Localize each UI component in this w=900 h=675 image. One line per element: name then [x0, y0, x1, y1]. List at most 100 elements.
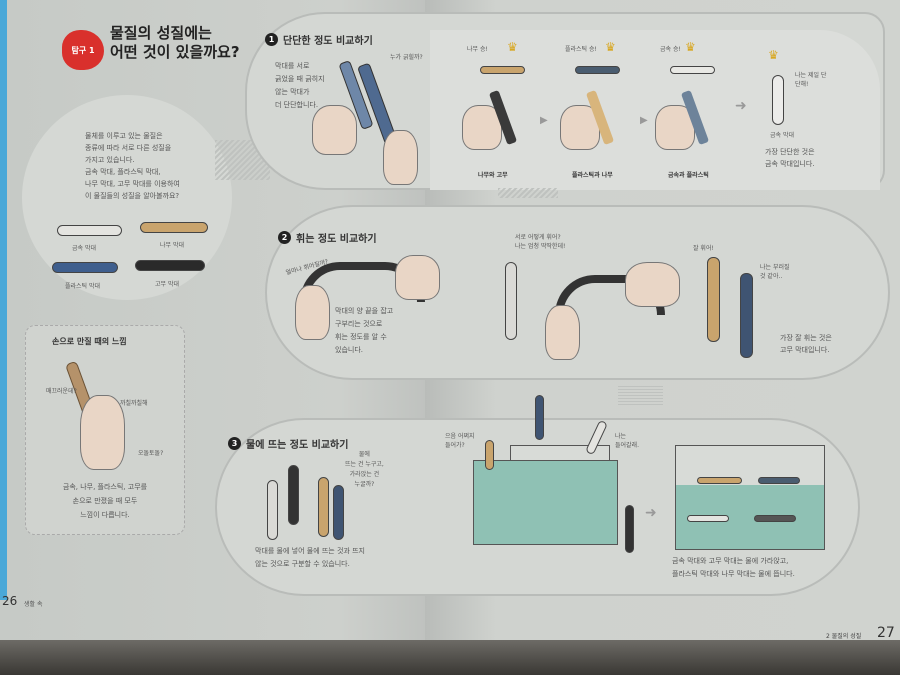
crown-icon: ♛: [605, 40, 616, 54]
tip-line: 느낌이 다릅니다.: [80, 511, 130, 519]
intro-line: 금속 막대, 플라스틱 막대,: [85, 168, 161, 176]
crown-icon: ♛: [685, 40, 696, 54]
text-line: 누굴까?: [354, 481, 375, 488]
floating-wood: [697, 477, 742, 484]
footer-label-right: 2 물질의 성질: [826, 633, 862, 640]
text-line: 가장 잘 휘는 것은: [780, 334, 832, 342]
footer-label-left: 생활 속: [24, 601, 43, 608]
page-title: 물질의 성질에는 어떤 것이 있을까요?: [110, 24, 240, 62]
champion-label: 금속 막대: [770, 132, 794, 139]
hand-icon: [295, 285, 330, 340]
winner-label: 금속 승!: [660, 46, 681, 53]
metal-champion: [772, 75, 784, 125]
metal-character: [505, 262, 517, 340]
page-edge: [0, 0, 7, 600]
text-line: 나는 부러질: [760, 264, 790, 271]
rod-label: 금속 막대: [72, 245, 96, 252]
step-caption: 금속과 플라스틱: [668, 172, 709, 179]
tip-bubble: 까칠까칠해: [120, 400, 148, 407]
metal-character: [267, 480, 278, 540]
hand-icon: [80, 395, 125, 470]
wood-rod: [140, 222, 208, 233]
wood-rod: [480, 66, 525, 74]
tip-title: 손으로 만질 때의 느낌: [52, 337, 127, 346]
intro-line: 종류에 따라 서로 다른 성질을: [85, 144, 172, 152]
plastic-rod: [575, 66, 620, 74]
tank-rim: [510, 445, 610, 460]
stripe-connector: [498, 188, 558, 198]
metal-rod: [670, 66, 715, 74]
champion-bubble: 나는 제일 단단해!: [795, 72, 827, 88]
rubber-character: [625, 505, 634, 553]
text-line: 나는: [615, 433, 627, 440]
section-3-conclusion: 금속 막대와 고무 막대는 물에 가라앉고,플라스틱 막대와 나무 막대는 물에…: [672, 555, 795, 581]
text-line: 긁었을 때 긁히지: [275, 75, 325, 83]
text-line: 으음 어쩌지: [445, 433, 475, 440]
tip-line: 금속, 나무, 플라스틱, 고무를: [62, 483, 148, 491]
section-title-text: 휘는 정도 비교하기: [296, 234, 377, 245]
tip-bubble: 매끄러운데?: [46, 388, 77, 395]
rod-label: 플라스틱 막대: [65, 283, 101, 290]
rubber-character: [288, 465, 299, 525]
winner-label: 플라스틱 승!: [565, 46, 597, 53]
text-line: 더 단단합니다.: [275, 101, 319, 109]
text-line: 금속 막대입니다.: [765, 160, 815, 168]
title-line: 물질의 성질에는: [110, 24, 212, 42]
text-line: 않는 막대가: [275, 88, 310, 96]
section-1-title: 1 단단한 정도 비교하기: [265, 32, 373, 47]
scratch-bubble: 누가 긁힐까?: [390, 54, 423, 61]
text-line: 않는 것으로 구분할 수 있습니다.: [255, 560, 350, 568]
step-number: 1: [265, 33, 278, 46]
text-line: 들어가?: [445, 442, 465, 449]
text-line: 막대를 서로: [275, 62, 310, 70]
wood-character: [485, 440, 494, 470]
step-number: 2: [278, 231, 291, 244]
text-line: 있습니다.: [335, 346, 363, 354]
plastic-character: [740, 273, 753, 358]
intro-line: 이 물질들의 성질을 알아볼까요?: [85, 192, 180, 200]
hand-icon: [383, 130, 418, 185]
tip-bubble: 오돌토돌?: [138, 450, 164, 457]
text-line: 서로 어떻게 휘어?: [515, 234, 561, 241]
intro-text: 물체를 이루고 있는 물질은 종류에 따라 서로 다른 성질을 가지고 있습니다…: [85, 130, 180, 202]
section-2-title: 2 휘는 정도 비교하기: [278, 230, 377, 245]
step-number: 3: [228, 437, 241, 450]
plastic-character: [535, 395, 544, 440]
hardness-winners: 나무 승!♛ 플라스틱 승!♛ 금속 승!♛: [465, 40, 765, 80]
text-line: 막대를 물에 넣어 물에 뜨는 것과 뜨지: [255, 547, 365, 555]
step-caption: 플라스틱과 나무: [572, 172, 613, 179]
hand-icon: [312, 105, 357, 155]
metal-speech: 서로 어떻게 휘어?나는 엄청 딱딱한데!: [515, 233, 565, 251]
arrow-right-icon: ➜: [735, 98, 747, 114]
text-line: 가장 단단한 것은: [765, 148, 815, 156]
hand-icon: [395, 255, 440, 300]
sunk-metal: [687, 515, 729, 522]
text-line: 플라스틱 막대와 나무 막대는 물에 뜹니다.: [672, 570, 795, 578]
intro-line: 물체를 이루고 있는 물질은: [85, 132, 163, 140]
crown-icon: ♛: [507, 40, 518, 54]
floating-plastic: [758, 477, 800, 484]
text-line: 고무 막대입니다.: [780, 346, 830, 354]
crown-icon: ♛: [768, 48, 779, 62]
intro-line: 나무 막대, 고무 막대를 이용하여: [85, 180, 180, 188]
page-number-left: 26: [2, 594, 18, 608]
book-bottom-edge: [0, 640, 900, 675]
metal-rod: [57, 225, 122, 236]
page-number-right: 27: [877, 625, 895, 641]
step-caption: 나무와 고무: [478, 172, 508, 179]
tip-line: 손으로 만졌을 때 모두: [72, 497, 138, 505]
arrow-icon: ▶: [640, 115, 648, 126]
inquiry-badge: 탐구 1: [62, 30, 104, 70]
section-title-text: 단단한 정도 비교하기: [283, 36, 373, 47]
text-line: 가라앉는 건: [349, 471, 380, 478]
plastic-rod: [52, 262, 118, 273]
